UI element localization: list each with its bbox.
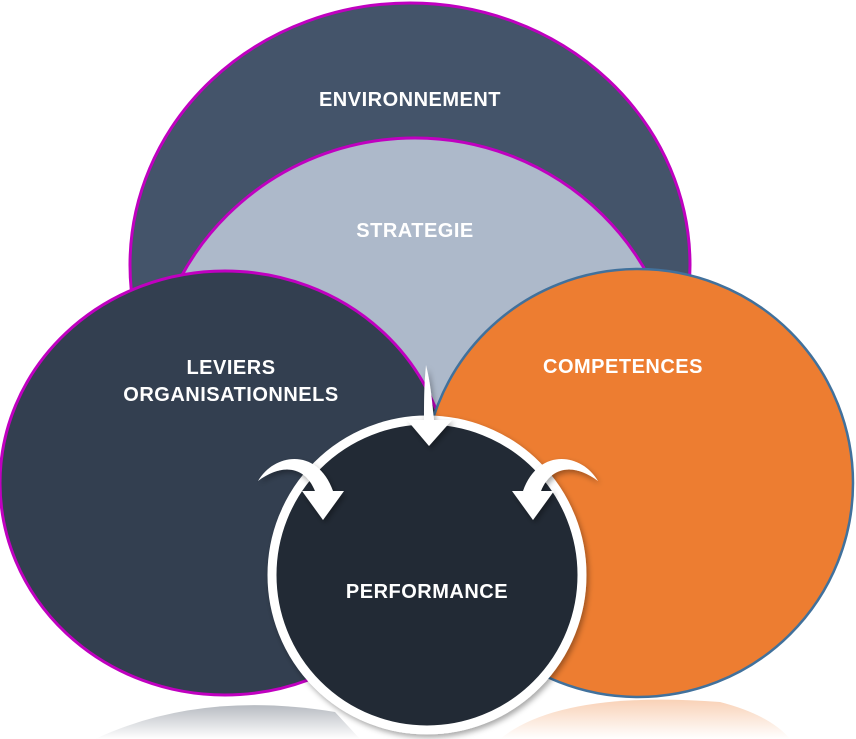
performance-label: PERFORMANCE	[346, 581, 508, 603]
environnement-label: ENVIRONNEMENT	[319, 89, 501, 111]
competences-reflection	[500, 699, 790, 739]
leviers-reflection	[95, 705, 360, 739]
right-curved-arrow-icon	[512, 458, 598, 520]
left-curved-arrow-icon	[258, 458, 344, 520]
strategie-label: STRATEGIE	[356, 220, 473, 242]
top-down-arrow-icon	[407, 365, 452, 446]
competences-label: COMPETENCES	[543, 356, 703, 378]
leviers-label-line2: ORGANISATIONNELS	[123, 384, 338, 406]
performance-circle	[267, 415, 587, 735]
leviers-label-line1: LEVIERS	[186, 357, 275, 379]
